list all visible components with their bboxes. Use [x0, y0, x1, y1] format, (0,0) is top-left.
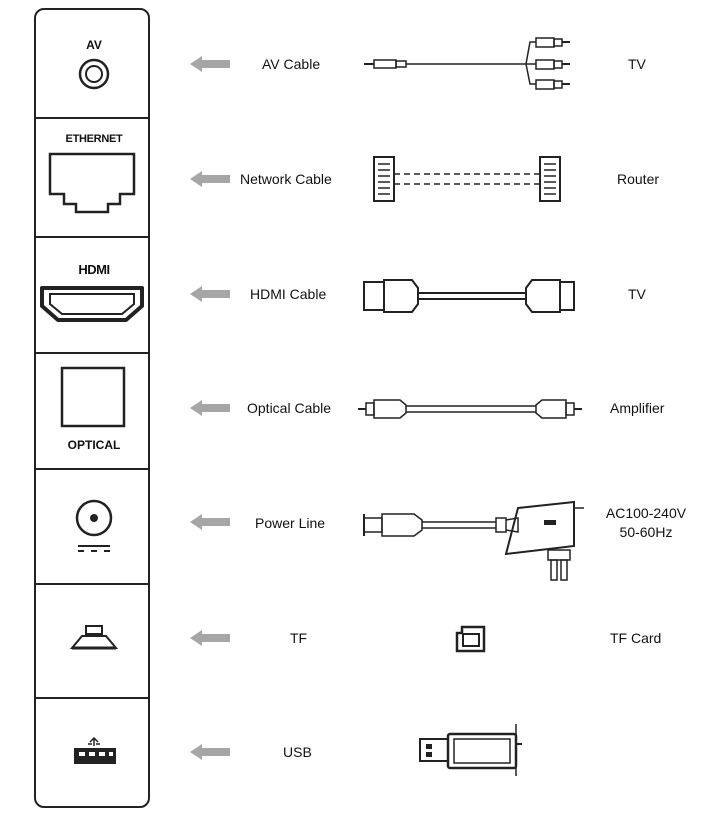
optical-cable-label: Optical Cable — [247, 400, 332, 416]
network-destination-label: Router — [617, 171, 660, 187]
av-cable-icon — [364, 37, 570, 90]
panel-divider — [36, 697, 148, 699]
arrow-left-icon — [190, 286, 230, 302]
panel-divider — [36, 468, 148, 470]
arrow-left-icon — [190, 171, 230, 187]
optical-destination-label: Amplifier — [610, 400, 665, 416]
power-destination-line1: AC100-240V — [605, 505, 687, 521]
panel-divider — [36, 236, 148, 238]
panel-divider — [36, 352, 148, 354]
network-cable-icon — [373, 156, 561, 202]
optical-port-label: OPTICAL — [67, 438, 121, 452]
hdmi-cable-icon — [363, 279, 575, 313]
tf-label: TF — [290, 630, 308, 646]
hdmi-logo-icon: HDMI — [78, 262, 110, 277]
av-port-label: AV — [86, 38, 102, 52]
usb-port-icon — [74, 736, 116, 764]
port-panel — [34, 8, 150, 808]
power-line-label: Power Line — [255, 515, 326, 531]
tf-slot-icon — [69, 625, 119, 650]
hdmi-port-icon — [40, 286, 144, 322]
tf-destination-label: TF Card — [610, 630, 662, 646]
hdmi-destination-label: TV — [628, 286, 646, 302]
optical-port-icon — [60, 366, 126, 428]
usb-label: USB — [283, 744, 312, 760]
panel-divider — [36, 117, 148, 119]
power-adapter-icon — [363, 500, 584, 581]
svg-text:HDMI: HDMI — [78, 262, 109, 277]
ethernet-port-label: ETHERNET — [65, 133, 123, 145]
tf-card-icon — [455, 625, 486, 653]
arrow-left-icon — [190, 514, 230, 530]
arrow-left-icon — [190, 630, 230, 646]
usb-drive-icon — [419, 724, 522, 776]
optical-cable-icon — [358, 399, 582, 419]
panel-divider — [36, 583, 148, 585]
power-destination-line2: 50-60Hz — [619, 524, 673, 540]
av-jack-icon — [78, 58, 110, 90]
arrow-left-icon — [190, 400, 230, 416]
av-cable-label: AV Cable — [262, 56, 321, 72]
ethernet-port-icon — [48, 152, 136, 214]
arrow-left-icon — [190, 744, 230, 760]
hdmi-cable-label: HDMI Cable — [250, 286, 327, 302]
network-cable-label: Network Cable — [240, 171, 332, 187]
av-destination-label: TV — [628, 56, 646, 72]
arrow-left-icon — [190, 56, 230, 72]
dc-power-jack-icon — [75, 499, 113, 552]
